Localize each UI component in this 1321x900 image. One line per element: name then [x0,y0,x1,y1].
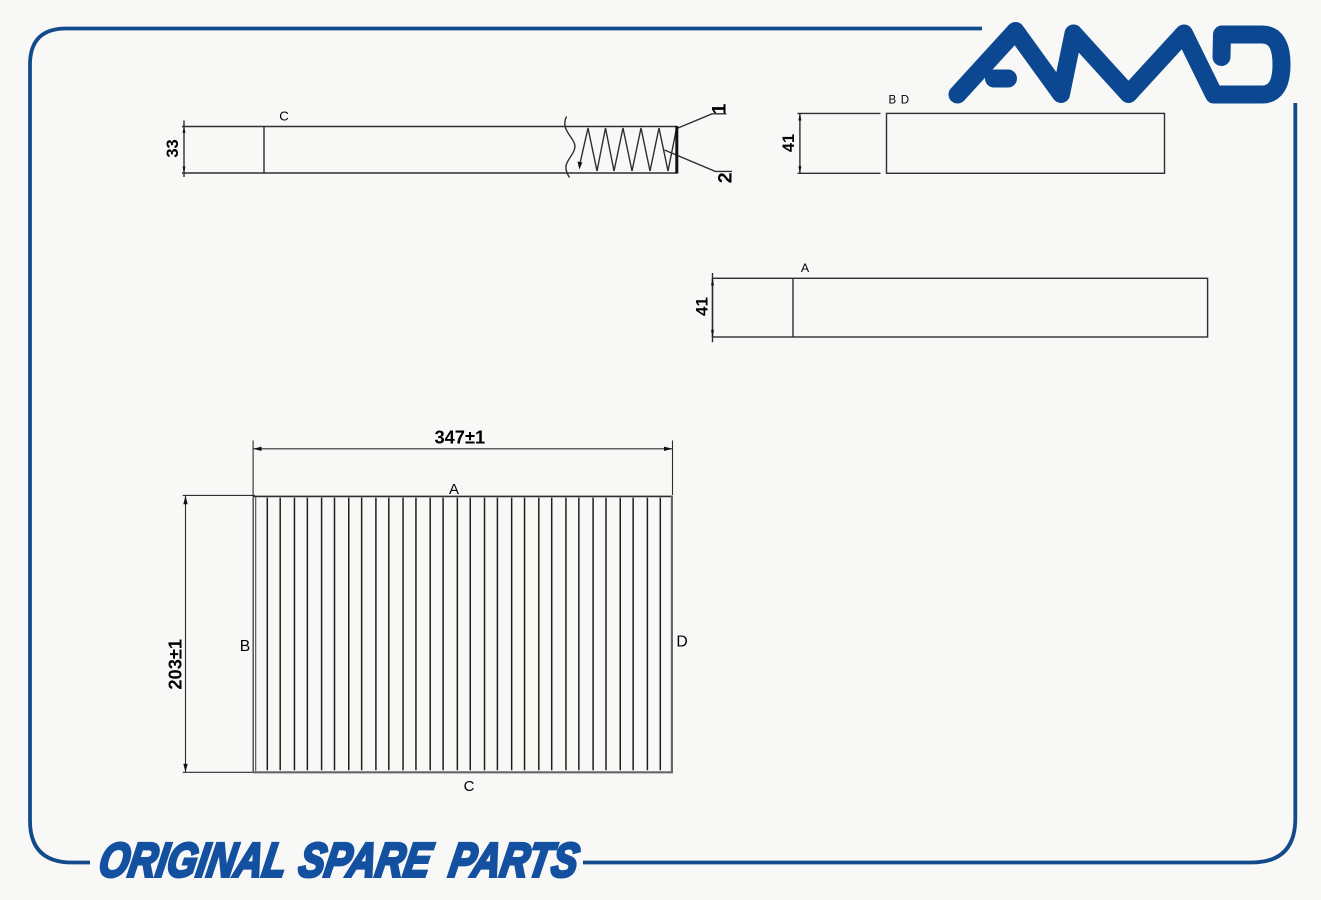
svg-text:C: C [464,778,475,795]
svg-text:ORIGINAL: ORIGINAL [95,834,291,888]
svg-text:B: B [240,638,250,655]
svg-text:347±1: 347±1 [434,427,485,448]
svg-text:41: 41 [693,297,712,316]
svg-text:2: 2 [715,172,737,183]
svg-text:SPARE: SPARE [295,834,437,888]
svg-text:33: 33 [164,139,182,157]
svg-text:41: 41 [780,134,798,152]
svg-text:D: D [676,634,687,651]
svg-text:A: A [449,481,459,498]
svg-text:203±1: 203±1 [165,639,186,690]
svg-text:C: C [279,109,289,124]
svg-text:B: B [889,95,897,107]
svg-text:A: A [801,261,810,275]
svg-text:PARTS: PARTS [446,834,583,888]
svg-text:1: 1 [708,103,730,114]
svg-text:D: D [901,95,909,107]
